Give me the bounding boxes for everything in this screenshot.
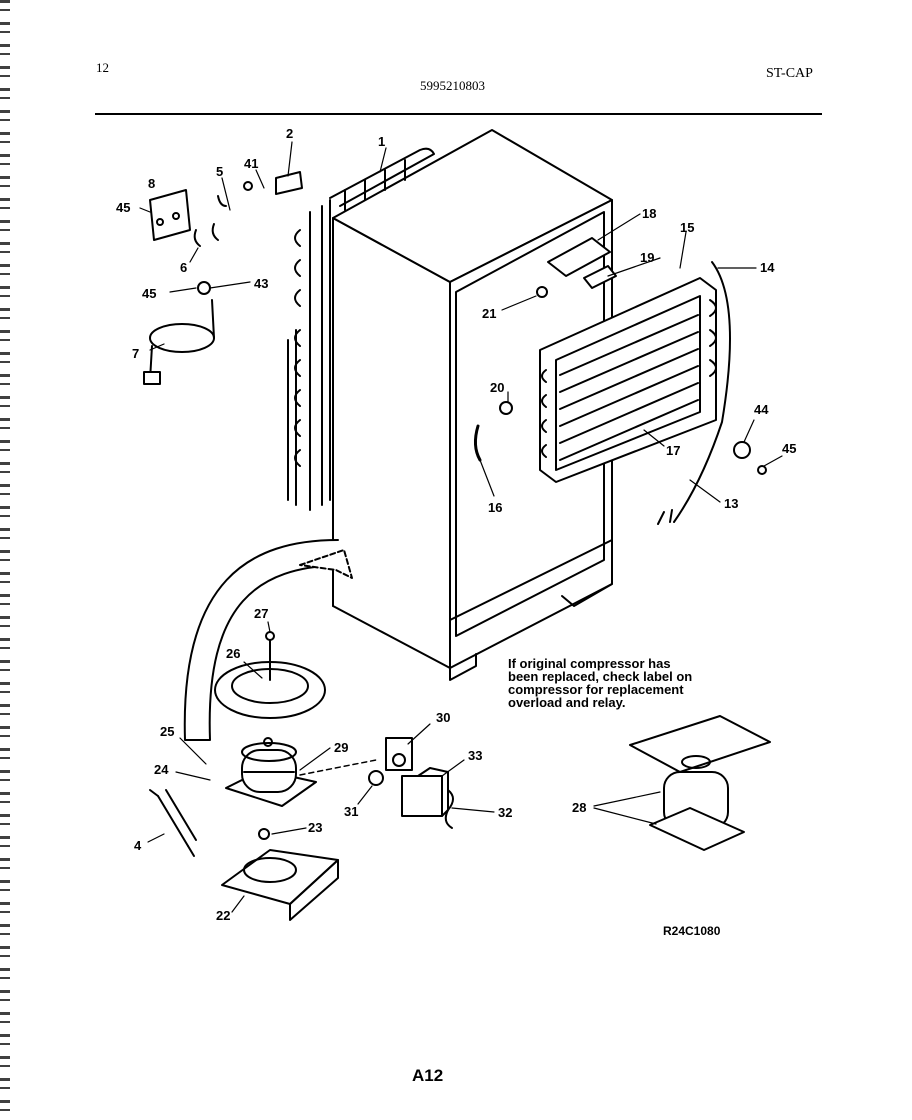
callout-7: 7 [132,346,139,361]
airflow-duct [183,539,339,741]
callout-1: 1 [378,134,385,149]
tubing-clamps [193,171,303,247]
callout-24: 24 [154,762,169,777]
page-number: 12 [96,60,109,75]
callout-6: 6 [180,260,187,275]
compressor-base [221,828,339,921]
callout-25: 25 [160,724,174,739]
callout-28: 28 [572,800,586,815]
relay-overload [368,737,454,829]
callout-26: 26 [226,646,240,661]
callout-16: 16 [488,500,502,515]
note-line: If original compressor has [508,656,671,671]
scan-edge-artifact [0,0,10,1120]
header-rule [95,113,822,115]
callout-45-a: 45 [116,200,130,215]
callout-5: 5 [216,164,223,179]
note-line: overload and relay. [508,695,626,710]
note-line: compressor for replacement [508,682,684,697]
callout-41: 41 [244,156,258,171]
callout-33: 33 [468,748,482,763]
evaporator [539,277,717,483]
callout-2: 2 [286,126,293,141]
callout-8: 8 [148,176,155,191]
airflow-arrow [299,549,353,579]
callout-44: 44 [754,402,769,417]
mounting-bracket [149,189,191,241]
compressor [225,737,317,807]
defrost-timer [547,237,611,277]
diagram-reference-code: R24C1080 [663,924,721,938]
callout-22: 22 [216,908,230,923]
compressor-replacement-note: If original compressor has been replaced… [508,657,748,709]
callout-15: 15 [680,220,694,235]
note-line: been replaced, check label on [508,669,693,684]
callout-45-b: 45 [142,286,156,301]
drier [157,789,197,847]
callout-27: 27 [254,606,268,621]
document-number: 5995210803 [420,78,485,93]
callout-45-c: 45 [782,441,796,456]
page-footer-label: A12 [412,1066,444,1085]
callout-32: 32 [498,805,512,820]
alternate-compressor [629,715,771,851]
cabinet [332,129,613,681]
callout-14: 14 [760,260,775,275]
callout-43: 43 [254,276,268,291]
heater-wire [657,261,731,525]
callout-18: 18 [642,206,656,221]
callout-23: 23 [308,820,322,835]
callout-4: 4 [134,838,142,853]
callout-19: 19 [640,250,654,265]
callout-30: 30 [436,710,450,725]
callout-17: 17 [666,443,680,458]
callout-29: 29 [334,740,348,755]
power-cord [143,281,215,385]
callout-20: 20 [490,380,504,395]
condenser-coil [287,147,435,511]
callout-31: 31 [344,804,358,819]
callout-13: 13 [724,496,738,511]
leader-lines [139,141,783,913]
model-code: ST-CAP [766,66,813,81]
thermostat-knob [536,286,548,298]
callout-21: 21 [482,306,496,321]
